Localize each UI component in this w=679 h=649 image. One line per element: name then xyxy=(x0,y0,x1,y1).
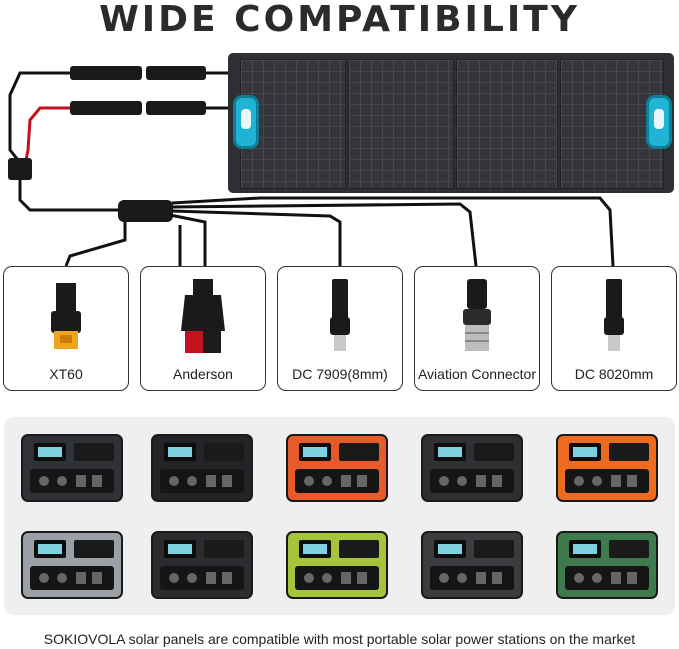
connector-label: XT60 xyxy=(49,366,83,382)
power-station-icon xyxy=(277,425,397,505)
connector-label: Aviation Connector xyxy=(417,366,537,382)
power-station-gallery xyxy=(4,417,675,615)
dc7909-connector-icon xyxy=(278,273,402,353)
connector-dc8020: DC 8020mm xyxy=(551,266,677,391)
solar-panel xyxy=(228,53,674,193)
xt60-connector-icon xyxy=(4,273,128,353)
mc4-connector-icon xyxy=(70,66,206,115)
connector-label: Anderson xyxy=(173,366,233,382)
power-station-icon xyxy=(12,522,132,602)
power-station-icon xyxy=(277,522,397,602)
dc8020-connector-icon xyxy=(552,273,676,353)
panel-handle-icon xyxy=(646,95,672,149)
connector-xt60: XT60 xyxy=(3,266,129,391)
hub-splitter-icon xyxy=(118,200,173,222)
caption-text: SOKIOVOLA solar panels are compatible wi… xyxy=(43,631,636,647)
page-title: WIDE COMPATIBILITY xyxy=(99,0,580,40)
connector-dc7909: DC 7909(8mm) xyxy=(277,266,403,391)
power-station-icon xyxy=(12,425,132,505)
panel-handle-icon xyxy=(233,95,259,149)
power-station-icon xyxy=(412,522,532,602)
aviation-connector-icon xyxy=(415,273,539,353)
power-station-icon xyxy=(547,425,667,505)
anderson-connector-icon xyxy=(141,273,265,353)
power-station-icon xyxy=(412,425,532,505)
connector-label: DC 8020mm xyxy=(574,366,654,382)
connector-anderson: Anderson xyxy=(140,266,266,391)
connector-label: DC 7909(8mm) xyxy=(292,366,388,382)
power-station-icon xyxy=(142,425,262,505)
power-station-icon xyxy=(142,522,262,602)
y-splitter-icon xyxy=(8,158,32,180)
cable-diagram xyxy=(8,66,615,267)
power-station-icon xyxy=(547,522,667,602)
connector-aviation: Aviation Connector xyxy=(414,266,540,391)
